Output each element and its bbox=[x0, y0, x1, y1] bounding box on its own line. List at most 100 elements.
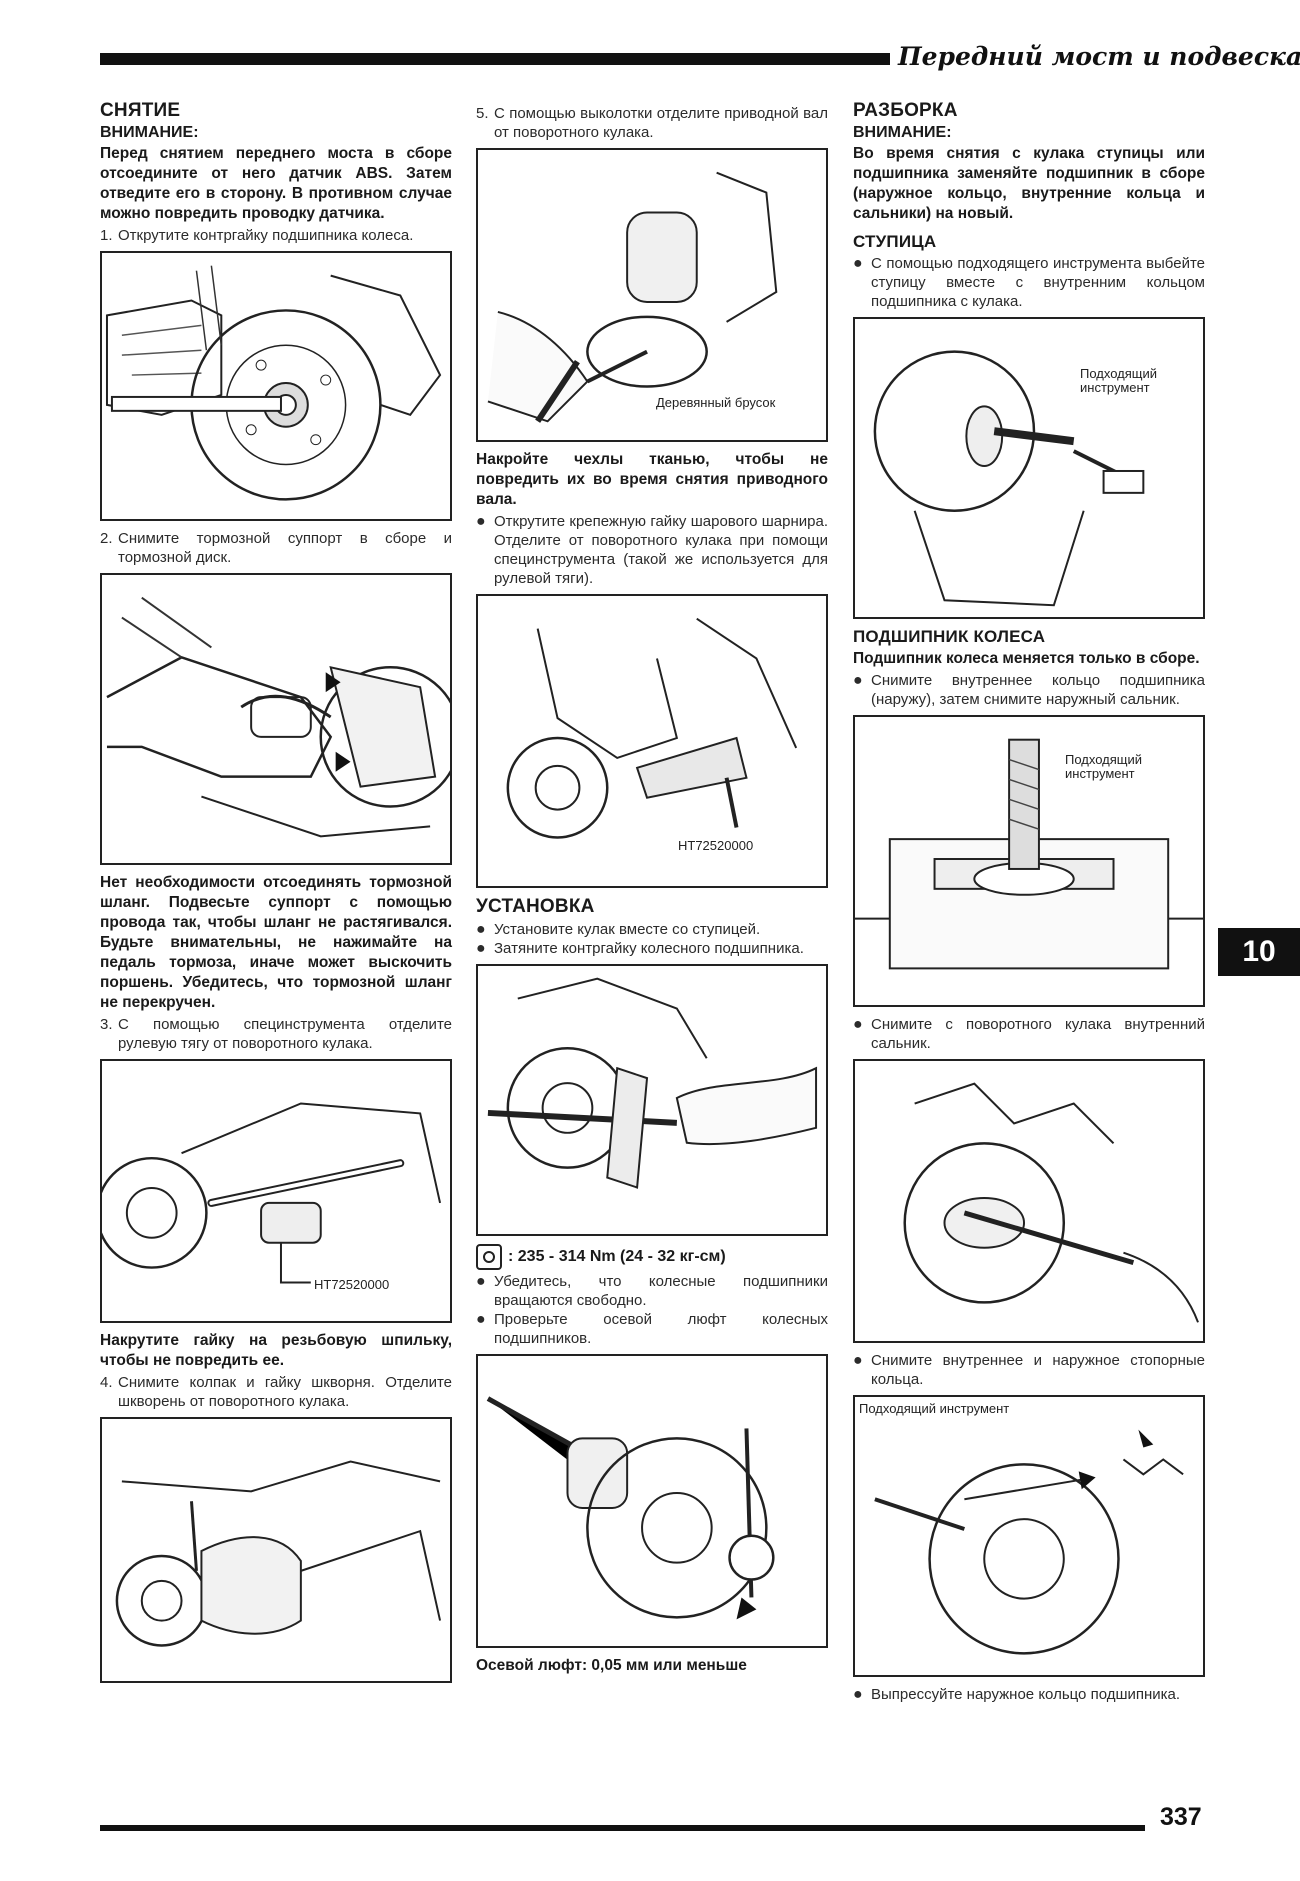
torque-spec: : 235 - 314 Nm (24 - 32 кг-см) bbox=[476, 1244, 828, 1270]
suitable-tool-label: Подходящий инструмент bbox=[1065, 753, 1165, 781]
figure-tie-rod: HT72520000 bbox=[100, 1059, 452, 1323]
tie-rod-illustration bbox=[102, 1063, 450, 1319]
footer-rule bbox=[100, 1825, 1145, 1831]
figure-kingpin bbox=[100, 1417, 452, 1683]
running-header: Передний мост и подвеска bbox=[898, 42, 1300, 71]
step-5: 5. С помощью выколотки отделите приводно… bbox=[476, 104, 828, 142]
kingpin-illustration bbox=[102, 1421, 450, 1679]
bearing-bullet-4: ● Выпрессуйте наружное кольцо подшипника… bbox=[853, 1685, 1205, 1704]
install-bullet-1: ● Установите кулак вместе со ступицей. bbox=[476, 920, 828, 939]
wood-block-label: Деревянный брусок bbox=[656, 395, 776, 410]
header-rule bbox=[100, 53, 890, 65]
column-3: РАЗБОРКА ВНИМАНИЕ: Во время снятия с кул… bbox=[853, 100, 1205, 1710]
bullet-text: Снимите с поворотного кулака внутренний … bbox=[871, 1016, 1205, 1052]
figure-dial-gauge bbox=[476, 1354, 828, 1648]
step-text: С помощью выколотки отделите приводной в… bbox=[494, 105, 828, 141]
step-4: 4. Снимите колпак и гайку шкворня. Отдел… bbox=[100, 1373, 452, 1411]
bullet-icon: ● bbox=[853, 255, 863, 272]
bullet-icon: ● bbox=[476, 940, 486, 957]
figure-seal-removal bbox=[853, 1059, 1205, 1343]
bullet-icon: ● bbox=[476, 513, 486, 530]
chapter-tab: 10 bbox=[1218, 928, 1300, 976]
step-number: 4. bbox=[100, 1374, 113, 1391]
caliper-note: Нет необходимости отсоединять тормозной … bbox=[100, 874, 452, 1011]
ball-joint-bullet: ● Открутите крепежную гайку шарового шар… bbox=[476, 512, 828, 588]
figure-torque-wrench bbox=[476, 964, 828, 1236]
drive-shaft-illustration bbox=[478, 152, 826, 438]
figure-ball-joint: HT72520000 bbox=[476, 594, 828, 888]
bullet-text: Затяните контргайку колесного подшипника… bbox=[494, 940, 804, 957]
bullet-text: Выпрессуйте наружное кольцо подшипника. bbox=[871, 1686, 1181, 1703]
bearing-bullet-2: ● Снимите с поворотного кулака внутренни… bbox=[853, 1015, 1205, 1053]
ball-joint-illustration bbox=[478, 598, 826, 884]
torque-wrench-icon bbox=[476, 1244, 502, 1270]
step-number: 3. bbox=[100, 1016, 113, 1033]
figure-caliper bbox=[100, 573, 452, 865]
step-number: 1. bbox=[100, 227, 113, 244]
seal-removal-illustration bbox=[855, 1063, 1203, 1339]
axial-play-spec: Осевой люфт: 0,05 мм или меньше bbox=[476, 1657, 747, 1674]
warning-text: Перед снятием переднего моста в сборе от… bbox=[100, 145, 452, 222]
step-text: Снимите колпак и гайку шкворня. Отделите… bbox=[118, 1374, 452, 1410]
step-text: Открутите контргайку подшипника колеса. bbox=[118, 227, 414, 244]
column-2: 5. С помощью выколотки отделите приводно… bbox=[476, 104, 828, 1678]
torque-bullet-2: ● Проверьте осевой люфт колесных подшипн… bbox=[476, 1310, 828, 1348]
hub-bullet: ● С помощью подходящего инструмента выбе… bbox=[853, 254, 1205, 311]
bearing-bullet-1: ● Снимите внутреннее кольцо подшипника (… bbox=[853, 671, 1205, 709]
bullet-icon: ● bbox=[853, 1352, 863, 1369]
bullet-icon: ● bbox=[853, 1016, 863, 1033]
locknut-illustration bbox=[102, 255, 450, 517]
warning-heading: ВНИМАНИЕ: bbox=[100, 124, 199, 141]
figure-locknut bbox=[100, 251, 452, 521]
step-3: 3. С помощью специнструмента отделите ру… bbox=[100, 1015, 452, 1053]
warning-text: Во время снятия с кулака ступицы или под… bbox=[853, 145, 1205, 222]
tool-part-number: HT72520000 bbox=[314, 1277, 390, 1292]
bearing-heading: ПОДШИПНИК КОЛЕСА bbox=[853, 627, 1046, 646]
dial-gauge-illustration bbox=[478, 1358, 826, 1644]
page-number: 337 bbox=[1160, 1803, 1202, 1831]
hub-removal-illustration bbox=[855, 321, 1203, 615]
bearing-bullet-3: ● Снимите внутреннее и наружное стопорны… bbox=[853, 1351, 1205, 1389]
figure-hub-removal: Подходящий инструмент bbox=[853, 317, 1205, 619]
torque-wrench-illustration bbox=[478, 968, 826, 1232]
bullet-icon: ● bbox=[476, 921, 486, 938]
disassembly-heading: РАЗБОРКА bbox=[853, 100, 958, 121]
figure-press: Подходящий инструмент bbox=[853, 715, 1205, 1007]
press-illustration bbox=[855, 719, 1203, 1003]
figure-drive-shaft: Деревянный брусок bbox=[476, 148, 828, 442]
drive-shaft-note: Накройте чехлы тканью, чтобы не повредит… bbox=[476, 451, 828, 508]
step-1: 1. Открутите контргайку подшипника колес… bbox=[100, 226, 452, 245]
bullet-text: Снимите внутреннее и наружное стопорные … bbox=[871, 1352, 1205, 1388]
figure-snap-ring: Подходящий инструмент bbox=[853, 1395, 1205, 1677]
bullet-text: Установите кулак вместе со ступицей. bbox=[494, 921, 761, 938]
tool-part-number: HT72520000 bbox=[678, 838, 754, 853]
caliper-illustration bbox=[102, 577, 450, 861]
step-number: 5. bbox=[476, 105, 489, 122]
install-bullet-2: ● Затяните контргайку колесного подшипни… bbox=[476, 939, 828, 958]
step-text: Снимите тормозной суппорт в сборе и торм… bbox=[118, 530, 452, 566]
bullet-text: С помощью подходящего инструмента выбейт… bbox=[871, 255, 1205, 310]
hub-heading: СТУПИЦА bbox=[853, 232, 937, 251]
step-2: 2. Снимите тормозной суппорт в сборе и т… bbox=[100, 529, 452, 567]
warning-heading: ВНИМАНИЕ: bbox=[853, 124, 952, 141]
bullet-icon: ● bbox=[853, 672, 863, 689]
snap-ring-illustration bbox=[855, 1399, 1203, 1673]
bullet-text: Открутите крепежную гайку шарового шарни… bbox=[494, 513, 828, 587]
bullet-icon: ● bbox=[853, 1686, 863, 1703]
step-text: С помощью специнструмента отделите рулев… bbox=[118, 1016, 452, 1052]
tie-rod-note: Накрутите гайку на резьбовую шпильку, чт… bbox=[100, 1332, 452, 1369]
bullet-text: Снимите внутреннее кольцо подшипника (на… bbox=[871, 672, 1205, 708]
bullet-text: Проверьте осевой люфт колесных подшипник… bbox=[494, 1311, 828, 1347]
suitable-tool-label: Подходящий инструмент bbox=[1080, 367, 1180, 395]
removal-heading: СНЯТИЕ bbox=[100, 100, 181, 121]
bullet-icon: ● bbox=[476, 1273, 486, 1290]
torque-bullet-1: ● Убедитесь, что колесные подшипники вра… bbox=[476, 1272, 828, 1310]
bullet-text: Убедитесь, что колесные подшипники враща… bbox=[494, 1273, 828, 1309]
step-number: 2. bbox=[100, 530, 113, 547]
bullet-icon: ● bbox=[476, 1311, 486, 1328]
suitable-tool-label: Подходящий инструмент bbox=[859, 1401, 1010, 1416]
column-1: СНЯТИЕ ВНИМАНИЕ: Перед снятием переднего… bbox=[100, 100, 452, 1691]
install-heading: УСТАНОВКА bbox=[476, 896, 595, 917]
bearing-note: Подшипник колеса меняется только в сборе… bbox=[853, 650, 1200, 667]
torque-value: : 235 - 314 Nm (24 - 32 кг-см) bbox=[508, 1248, 726, 1265]
